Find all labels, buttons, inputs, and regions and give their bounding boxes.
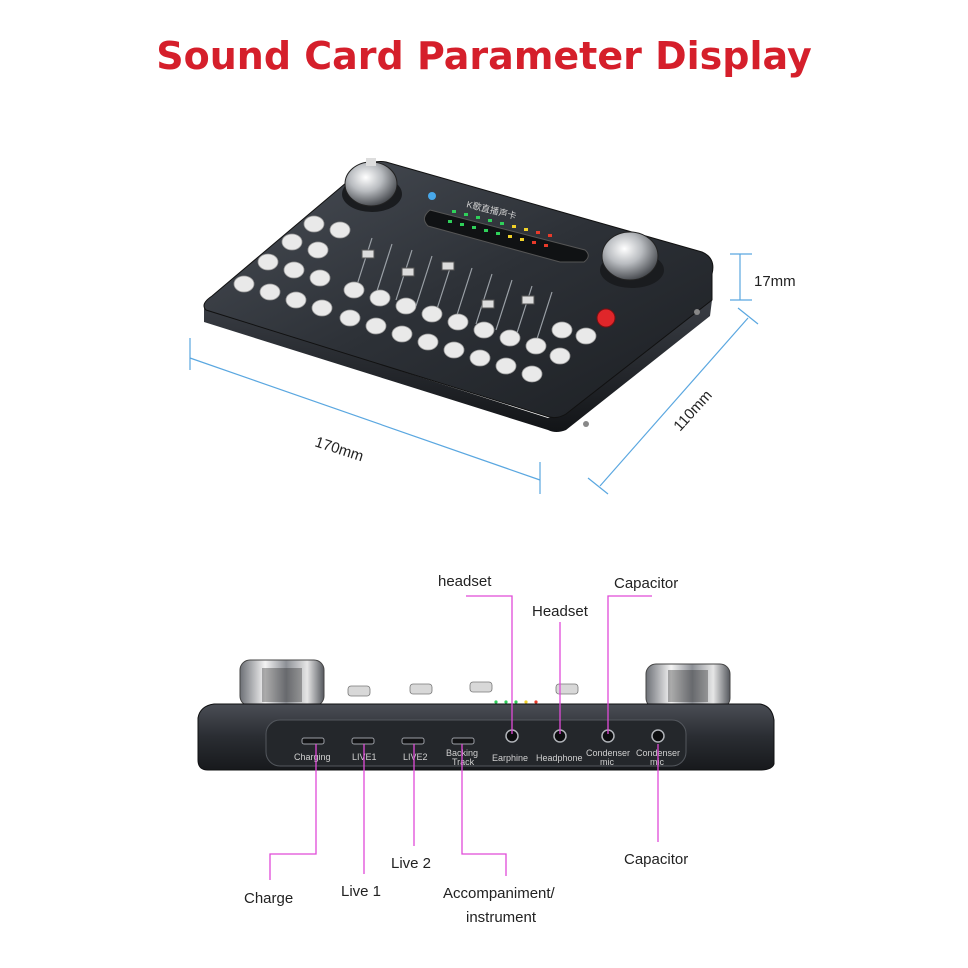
port-label-headphone: Headphone [536,753,583,763]
rear-left-knob [239,659,325,707]
callout-accompaniment-line1: Accompaniment/ [443,885,556,902]
callout-line-capacitor-top [607,595,652,734]
callout-lines [269,595,659,880]
dim-line-width [599,317,749,487]
callout-line-accompaniment [461,744,507,876]
vu-leds [448,210,552,247]
backing-line-2: Track [452,757,475,767]
callout-line-headset-top [466,595,513,734]
device-top-surface [203,161,714,419]
dim-height-label: 17mm [754,273,796,290]
dimension-lines [189,253,759,495]
rear-panel [265,719,687,767]
screw-1 [583,421,589,427]
fader-caps [361,249,535,309]
callout-accompaniment-line2: instrument [466,909,537,926]
port-label-condenser-mic-1: Condenser mic [586,748,633,767]
pad-buttons [233,215,597,383]
rear-fader-tops [347,681,579,697]
callout-capacitor-top: Capacitor [614,575,678,592]
rear-right-knob [645,663,731,709]
bluetooth-indicator [428,192,436,200]
callout-capacitor-bottom: Capacitor [624,851,688,868]
red-button [596,308,616,328]
callout-live2: Live 2 [391,855,431,872]
callout-headset-mid: Headset [532,603,589,620]
port-label-charging: Charging [294,752,331,762]
screw-2 [694,309,700,315]
callout-live1: Live 1 [341,883,381,900]
port-live2[interactable]: LIVE2 [401,737,428,762]
callout-line-charge [269,744,317,880]
dim-line-length [189,357,541,481]
port-charging[interactable]: Charging [294,737,331,762]
rear-view-device [197,659,775,771]
rear-leds [494,700,538,704]
left-knob [342,158,402,212]
dim-length-label: 170mm [313,434,366,466]
top-view-device: K歌直播声卡 [203,158,714,432]
dim-width-label: 110mm [670,387,715,435]
vu-meter-display [424,209,589,263]
right-knob [600,231,664,288]
page-title: Sound Card Parameter Display [156,34,812,78]
port-label-live2: LIVE2 [403,752,428,762]
port-label-earphine: Earphine [492,753,528,763]
callout-charge: Charge [244,890,293,907]
callout-headset-top: headset [438,573,492,590]
